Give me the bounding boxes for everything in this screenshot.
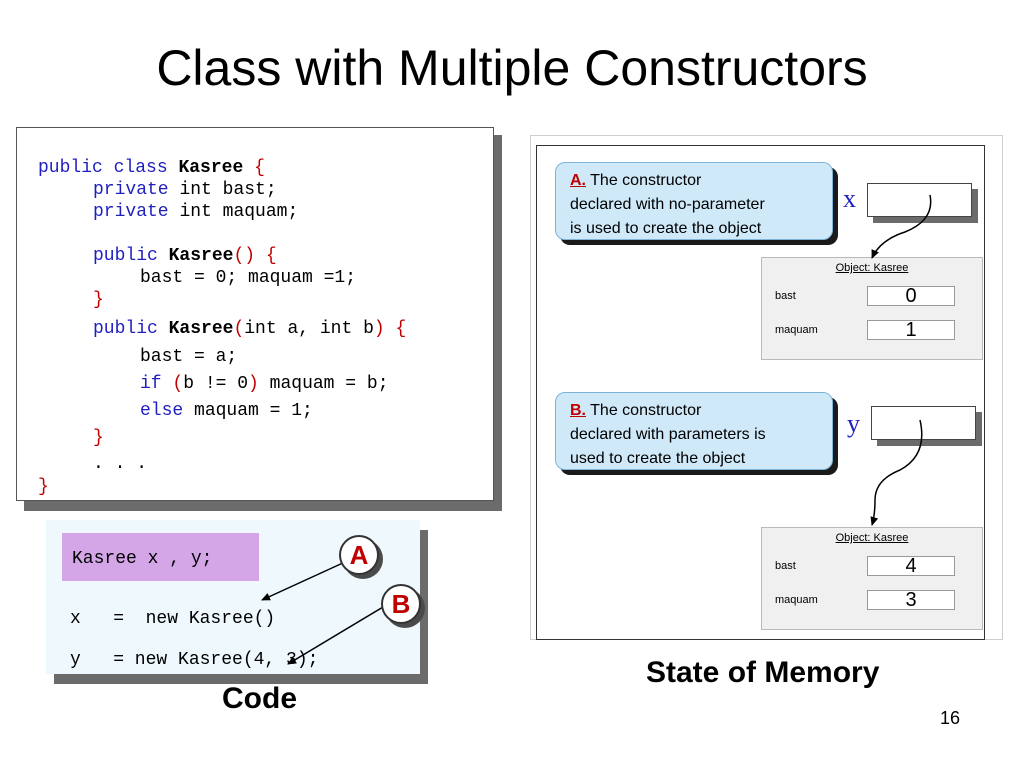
close-paren: ) bbox=[248, 374, 259, 394]
field-declaration: int bast; bbox=[179, 180, 277, 200]
arrow-x-to-object-1 bbox=[871, 194, 932, 259]
open-paren: ( bbox=[172, 374, 184, 394]
object-1-field-bast: bast bbox=[775, 290, 796, 302]
object-card-2 bbox=[761, 527, 983, 630]
params: int a, int b bbox=[244, 319, 374, 339]
condition: b != 0 bbox=[183, 374, 249, 394]
callout-a-line2: declared with no-parameter bbox=[570, 196, 765, 213]
code-caption: Code bbox=[222, 682, 297, 715]
object-card-1 bbox=[761, 257, 983, 360]
code-line-1: public class Kasree { bbox=[38, 157, 265, 179]
object-2-bast-value: 4 bbox=[867, 556, 955, 576]
code-line-7: public Kasree(int a, int b) { bbox=[93, 318, 406, 340]
open-paren: ( bbox=[233, 319, 245, 339]
code-line-3: private int maquam; bbox=[93, 201, 298, 223]
object-2-field-maquam: maquam bbox=[775, 594, 818, 606]
client-line-y: y = new Kasree(4, 3); bbox=[70, 650, 319, 670]
keyword-else: else bbox=[140, 401, 184, 421]
statement: maquam = b; bbox=[269, 374, 389, 394]
variable-x-label: x bbox=[843, 184, 856, 213]
callout-a-line1: The constructor bbox=[590, 172, 702, 189]
code-line-6: } bbox=[93, 290, 104, 310]
keyword-public: public bbox=[93, 319, 158, 339]
object-2-field-bast: bast bbox=[775, 560, 796, 572]
callout-a-line3: is used to create the object bbox=[570, 220, 762, 237]
object-2-title: Object: Kasree bbox=[835, 532, 909, 544]
constructor-name: Kasree bbox=[168, 246, 234, 266]
code-line-2: private int bast; bbox=[93, 179, 277, 201]
page-number: 16 bbox=[940, 708, 961, 728]
code-line-5: bast = 0; maquam =1; bbox=[140, 268, 357, 288]
class-name: Kasree bbox=[178, 158, 244, 178]
close-paren: ) bbox=[373, 319, 385, 339]
callout-b-line1: The constructor bbox=[590, 402, 702, 419]
code-line-10: else maquam = 1; bbox=[140, 400, 313, 422]
code-line-12: . . . bbox=[93, 454, 148, 474]
ref-box-y bbox=[871, 406, 976, 440]
callout-b-line2: declared with parameters is bbox=[570, 426, 766, 443]
ref-box-x bbox=[867, 183, 972, 217]
badge-a: A bbox=[339, 535, 379, 575]
open-brace: { bbox=[265, 246, 277, 266]
keyword-public-class: public class bbox=[38, 158, 168, 178]
code-line-13: } bbox=[38, 477, 49, 497]
code-line-11: } bbox=[93, 428, 104, 448]
memory-caption: State of Memory bbox=[646, 656, 880, 689]
open-brace: { bbox=[395, 319, 407, 339]
constructor-name: Kasree bbox=[168, 319, 234, 339]
code-line-8: bast = a; bbox=[140, 347, 238, 367]
arrow-y-to-object-2 bbox=[870, 419, 923, 526]
code-line-9: if (b != 0) maquam = b; bbox=[140, 373, 389, 395]
open-brace: { bbox=[254, 158, 265, 178]
keyword-if: if bbox=[140, 374, 162, 394]
arrow-a-to-line-x bbox=[261, 561, 346, 601]
statement: maquam = 1; bbox=[194, 401, 313, 421]
arrow-b-to-line-y bbox=[287, 606, 384, 665]
declaration-highlight bbox=[62, 533, 259, 581]
parens: () bbox=[233, 246, 256, 266]
callout-b-letter: B. bbox=[570, 402, 586, 419]
keyword-private: private bbox=[93, 202, 169, 222]
class-code-box bbox=[16, 127, 494, 501]
callout-a: A. The constructor declared with no-para… bbox=[555, 162, 833, 240]
callout-b-line3: used to create the object bbox=[570, 450, 746, 467]
code-line-4: public Kasree() { bbox=[93, 245, 277, 267]
object-2-maquam-value: 3 bbox=[867, 590, 955, 610]
object-1-bast-value: 0 bbox=[867, 286, 955, 306]
slide-title: Class with Multiple Constructors bbox=[156, 40, 868, 96]
object-1-title: Object: Kasree bbox=[835, 262, 909, 274]
callout-a-letter: A. bbox=[570, 172, 586, 189]
object-1-field-maquam: maquam bbox=[775, 324, 818, 336]
badge-b: B bbox=[381, 584, 421, 624]
variable-y-label: y bbox=[847, 409, 860, 438]
keyword-public: public bbox=[93, 246, 158, 266]
client-declaration: Kasree x , y; bbox=[72, 549, 213, 569]
object-1-maquam-value: 1 bbox=[867, 320, 955, 340]
keyword-private: private bbox=[93, 180, 169, 200]
field-declaration: int maquam; bbox=[179, 202, 299, 222]
client-line-x: x = new Kasree() bbox=[70, 609, 276, 629]
callout-b: B. The constructor declared with paramet… bbox=[555, 392, 833, 470]
